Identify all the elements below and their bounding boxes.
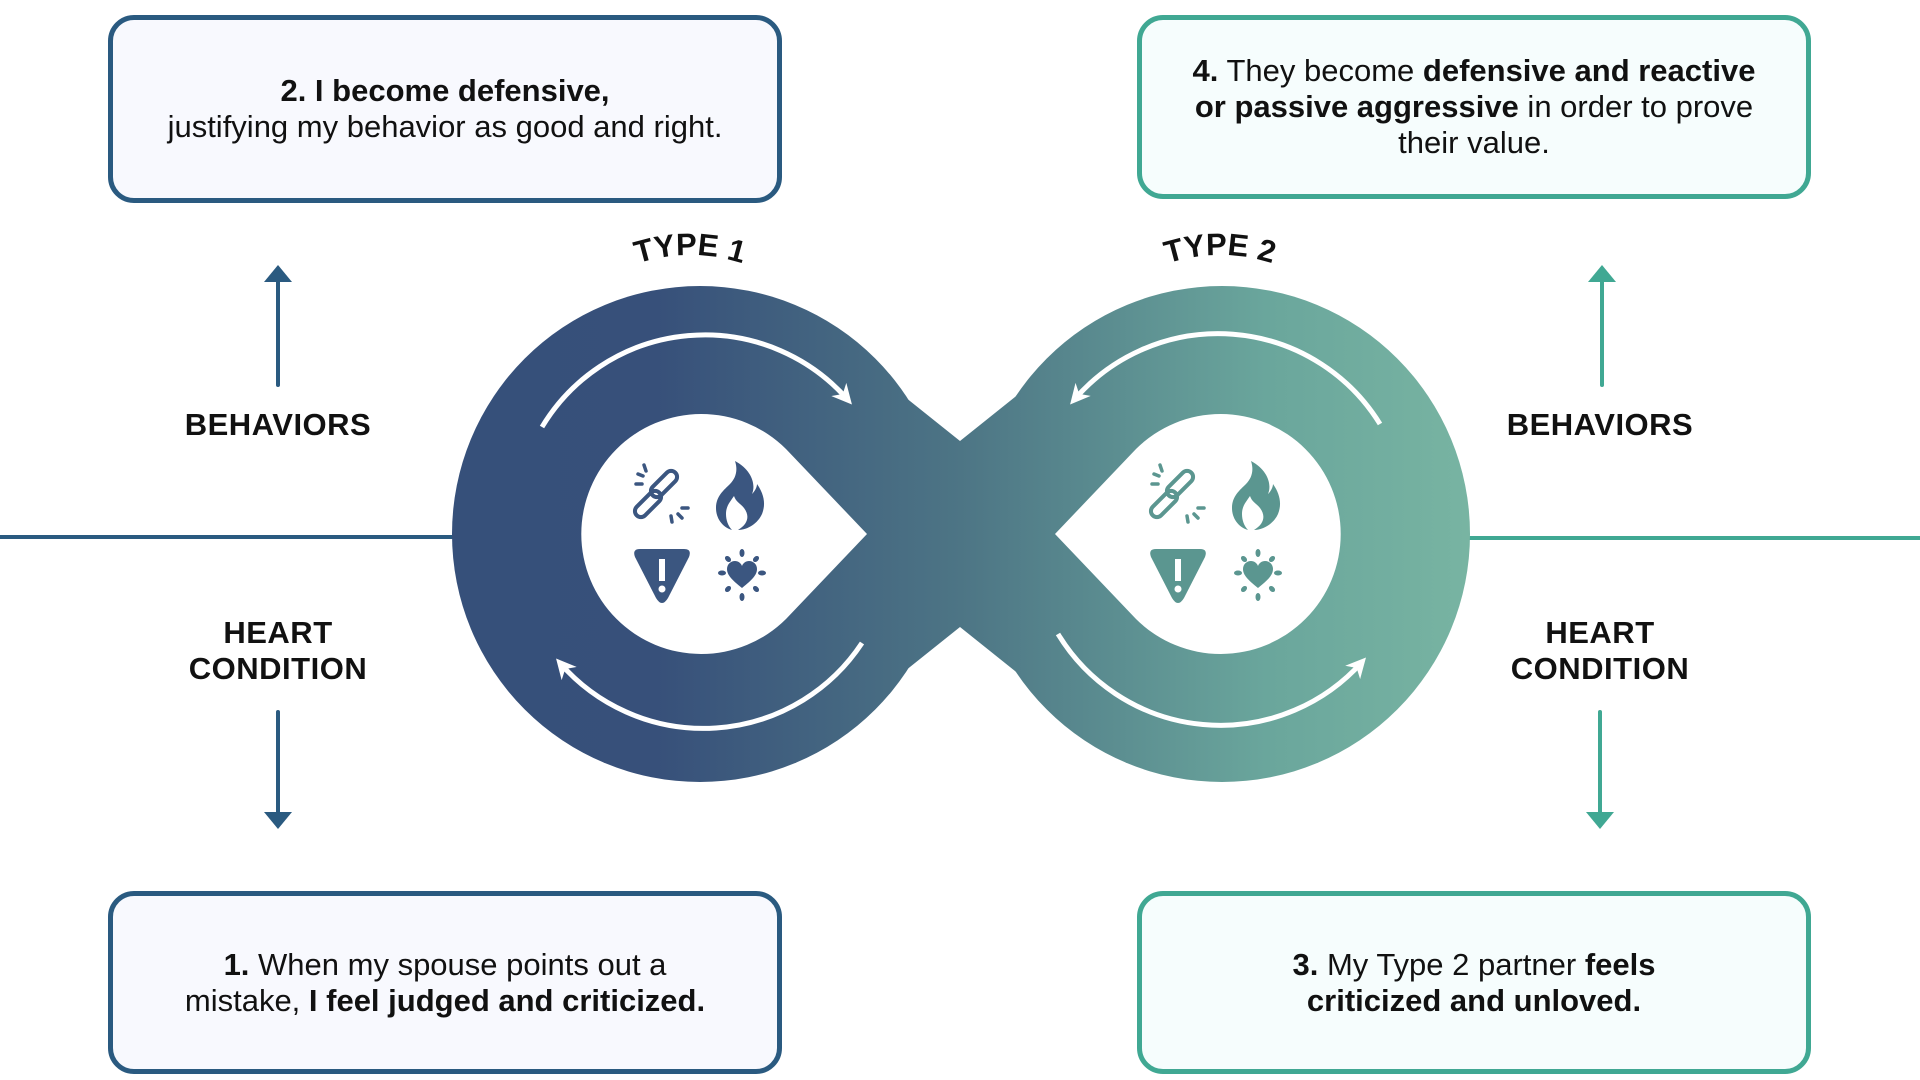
step-3-text: 3. My Type 2 partner feels criticized an… [1182, 947, 1766, 1019]
step-4-pre: They become [1218, 53, 1423, 88]
step-1-number: 1. [223, 946, 250, 982]
type1-label: TYPE 1 [630, 227, 750, 270]
left-loop-arrows [539, 332, 865, 731]
step-3-number: 3. [1292, 946, 1319, 982]
type2-label: TYPE 2 [1160, 227, 1280, 270]
right-up-arrow [1588, 265, 1616, 387]
warning-icon [634, 549, 690, 603]
step-3-pre: My Type 2 partner [1318, 946, 1585, 982]
left-heart-line1: HEART [223, 615, 333, 650]
warning-icon [1150, 549, 1206, 603]
left-down-arrow [264, 710, 292, 829]
right-heart-line2: CONDITION [1510, 651, 1690, 686]
left-behaviors-label: BEHAVIORS [184, 407, 372, 442]
flame-icon [716, 461, 765, 530]
step-3-box: 3. My Type 2 partner feels criticized an… [1137, 891, 1811, 1074]
right-down-arrow [1586, 710, 1614, 829]
left-up-arrow [264, 265, 292, 387]
right-loop-hole [1055, 414, 1341, 655]
right-heart-condition-label: HEART CONDITION [1450, 615, 1750, 687]
right-heart-line1: HEART [1545, 615, 1655, 650]
left-icon-group [632, 461, 766, 603]
heart-burst-icon [1234, 549, 1282, 601]
flame-icon [1232, 461, 1281, 530]
step-4-box: 4. They become defensive and reactive or… [1137, 15, 1811, 199]
step-3-bold: feels criticized and unloved. [1306, 946, 1656, 1018]
broken-link-icon [632, 463, 690, 524]
step-4-bold: defensive and reactive or passive aggres… [1194, 53, 1756, 124]
step-1-bold: I feel judged and criticized. [308, 982, 706, 1018]
broken-link-icon [1148, 463, 1206, 524]
step-4-text: 4. They become defensive and reactive or… [1182, 53, 1766, 161]
step-1-text: 1. When my spouse points out a mistake, … [153, 947, 737, 1019]
step-2-rest: justifying my behavior as good and right… [167, 109, 723, 144]
step-4-post: in order to prove their value. [1398, 89, 1754, 160]
step-1-box: 1. When my spouse points out a mistake, … [108, 891, 782, 1074]
left-heart-line2: CONDITION [188, 651, 368, 686]
right-behaviors-label: BEHAVIORS [1506, 407, 1694, 442]
right-bottom-arc-arrow [1055, 632, 1367, 728]
step-2-text: 2. I become defensive, justifying my beh… [168, 73, 723, 145]
left-loop-hole [581, 414, 867, 654]
right-loop-arrows [1055, 331, 1383, 728]
left-heart-condition-label: HEART CONDITION [128, 615, 428, 687]
step-2-box: 2. I become defensive, justifying my beh… [108, 15, 782, 203]
step-2-bold: 2. I become defensive, [280, 73, 610, 108]
right-icon-group [1148, 461, 1282, 603]
left-top-arc-arrow [539, 332, 852, 429]
step-4-number: 4. [1192, 53, 1219, 88]
left-bottom-arc-arrow [556, 641, 865, 731]
right-top-arc-arrow [1070, 331, 1383, 426]
heart-burst-icon [718, 549, 766, 601]
step-1-pre: When my spouse points out a mistake, [184, 946, 667, 1018]
